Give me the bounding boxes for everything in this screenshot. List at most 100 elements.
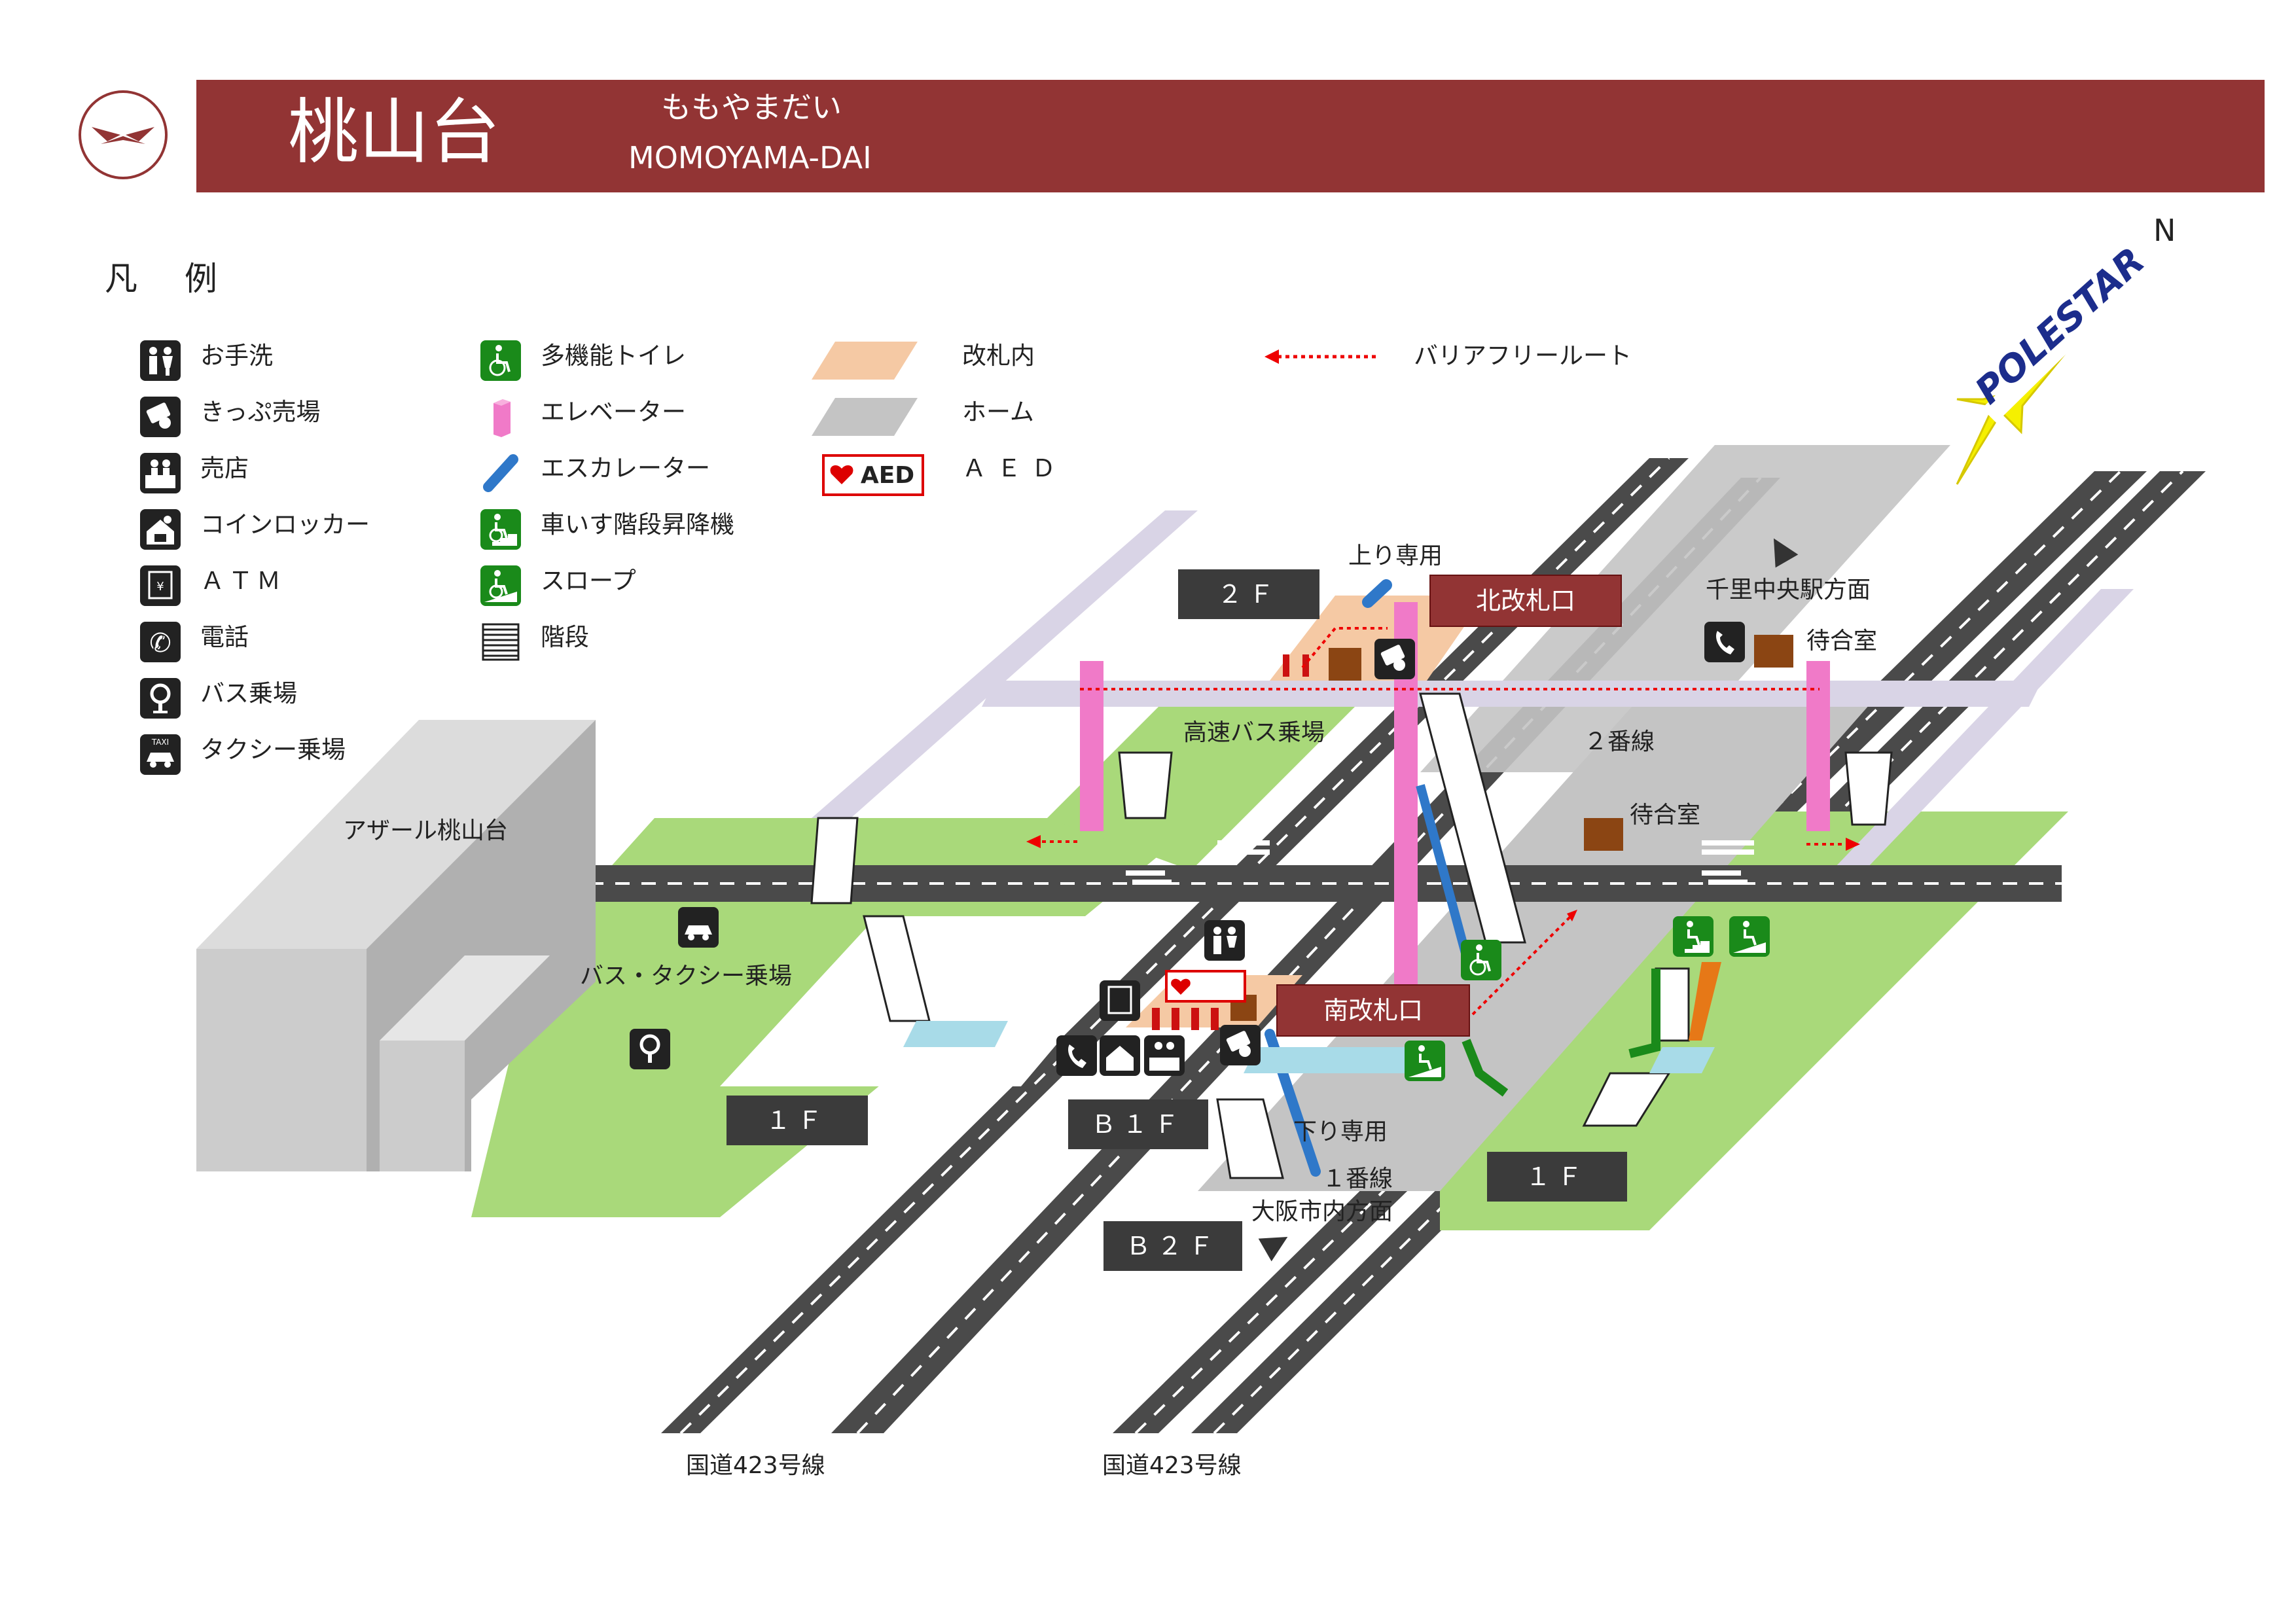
- map-ticket-machine-icon: [1374, 639, 1415, 679]
- header-bar: [196, 80, 2265, 192]
- label-track-1: １番線: [1322, 1166, 1393, 1192]
- atm-icon: ¥: [140, 565, 181, 606]
- legend-stair-lift: 車いす階段昇降機: [541, 510, 734, 539]
- legend-atm: ＡＴＭ: [200, 567, 285, 595]
- legend-title: 凡 例: [105, 260, 236, 298]
- stair-lift-icon: [480, 509, 521, 550]
- map-ticket-machine-icon-south: [1220, 1025, 1261, 1065]
- platform-swatch: [812, 398, 918, 436]
- escalator-icon: [483, 454, 518, 492]
- phone-glyph: ✆: [149, 628, 171, 658]
- walkway-west: [903, 1021, 1008, 1047]
- concourse-right: [1820, 589, 2134, 883]
- label-down-only: 下り専用: [1293, 1118, 1388, 1145]
- map-slope-icon-east: [1729, 916, 1770, 957]
- toilet-icon: [140, 340, 181, 381]
- coin-locker-icon: [140, 509, 181, 550]
- station-name: 桃山台: [288, 92, 501, 173]
- ticket-machine-icon: [140, 397, 181, 437]
- ticket-area-swatch: [812, 342, 918, 380]
- map-toilet-icon: [1204, 920, 1245, 961]
- barrier-free-route-swatch: [1265, 349, 1377, 364]
- legend-ticket-area: 改札内: [962, 342, 1035, 370]
- legend-elevator: エレベーター: [541, 398, 686, 426]
- north-gate: 北改札口: [1429, 575, 1622, 627]
- escalator-up: [1362, 579, 1392, 608]
- map-phone-icon-north: [1704, 622, 1745, 662]
- shop-icon: [140, 453, 181, 493]
- map-accessible-toilet-icon: [1461, 940, 1501, 980]
- legend-aed: ＡＥＤ: [962, 454, 1066, 482]
- slope-green-2: [1462, 1039, 1509, 1097]
- slope-orange: [1689, 962, 1721, 1041]
- direction-arrow-north: [1774, 538, 1799, 568]
- label-track-2: ２番線: [1584, 728, 1655, 755]
- label-osaka-direction: 大阪市内方面: [1251, 1198, 1393, 1225]
- label-waiting-room-north: 待合室: [1806, 628, 1878, 654]
- ticket-gates-south: [1152, 1008, 1219, 1030]
- map-taxi-icon: [678, 907, 719, 948]
- label-waiting-room-south: 待合室: [1630, 802, 1701, 829]
- crosswalks: [1126, 840, 1754, 885]
- direction-arrow-south: [1258, 1237, 1288, 1262]
- label-route-423-left: 国道423号線: [686, 1452, 825, 1479]
- floor-1f-left: １Ｆ: [726, 1096, 868, 1145]
- map-bus-stop-icon: [630, 1029, 670, 1069]
- company-logo: [79, 90, 168, 179]
- bus-stop-icon: [140, 678, 181, 719]
- floor-b2f: Ｂ２Ｆ: [1103, 1221, 1242, 1271]
- aed-icon: AED: [822, 454, 924, 496]
- legend-phone: 電話: [200, 623, 249, 651]
- map-stair-lift-icon: [1673, 916, 1713, 957]
- legend-platform: ホーム: [962, 398, 1034, 426]
- elevator-east: [1806, 661, 1830, 831]
- taxi-glyph: TAXI: [151, 738, 169, 747]
- station-roman: MOMOYAMA-DAI: [628, 140, 872, 175]
- legend-shop: 売店: [200, 454, 249, 482]
- map-phone-icon-south: [1056, 1035, 1097, 1076]
- floor-2f: ２Ｆ: [1178, 569, 1319, 619]
- legend-locker: コインロッカー: [200, 510, 370, 539]
- bird-logo-icon: [92, 127, 154, 144]
- walkway-east: [1649, 1047, 1715, 1073]
- legend-bus: バス乗場: [200, 679, 297, 707]
- elevator-west: [1080, 661, 1103, 831]
- floor-1f-right: １Ｆ: [1487, 1152, 1627, 1202]
- legend-toilet: お手洗: [200, 342, 273, 370]
- concourse-main: [982, 681, 2042, 707]
- barrier-free-route: [1034, 627, 1852, 1016]
- legend-accessible-toilet: 多機能トイレ: [541, 342, 686, 370]
- label-senri-direction: 千里中央駅方面: [1706, 577, 1871, 603]
- legend-slope: スロープ: [541, 567, 636, 595]
- map-slope-icon-south: [1405, 1041, 1445, 1081]
- taxi-icon: TAXI: [140, 734, 181, 775]
- elevator-icon: [493, 399, 511, 437]
- compass-north-letter: N: [2153, 213, 2173, 248]
- concourse-left: [812, 510, 1198, 818]
- label-bus-taxi-stop: バス・タクシー乗場: [580, 963, 793, 990]
- map-coin-locker-icon: [1100, 1035, 1140, 1076]
- walkway-center: [1244, 1047, 1440, 1073]
- aed-badge-text: AED: [861, 462, 914, 489]
- legend-ticket: きっぷ売場: [200, 398, 321, 426]
- waiting-box-south: [1584, 818, 1623, 851]
- label-azar-building: アザール桃山台: [343, 817, 509, 844]
- waiting-box-north: [1754, 635, 1793, 668]
- slope-icon: [480, 565, 521, 606]
- label-up-only: 上り専用: [1348, 543, 1443, 569]
- shop-box-north: [1329, 648, 1361, 681]
- map-atm-icon: [1100, 980, 1140, 1021]
- label-route-423-right: 国道423号線: [1102, 1452, 1242, 1479]
- south-gate: 南改札口: [1276, 984, 1470, 1037]
- label-highway-bus: 高速バス乗場: [1183, 719, 1325, 746]
- stairs-main: [810, 692, 1893, 1179]
- plaza-white: [720, 916, 1165, 1086]
- atm-yen-glyph: ¥: [156, 580, 164, 594]
- map-aed-icon: [1165, 970, 1246, 1003]
- legend-escalator: エスカレーター: [541, 454, 710, 482]
- escalator-mid: [1416, 784, 1471, 957]
- station-kana: ももやまだい: [661, 90, 842, 125]
- floor-b1f: Ｂ１Ｆ: [1068, 1099, 1208, 1149]
- phone-icon: ✆: [140, 622, 181, 662]
- legend-taxi: タクシー乗場: [200, 736, 346, 764]
